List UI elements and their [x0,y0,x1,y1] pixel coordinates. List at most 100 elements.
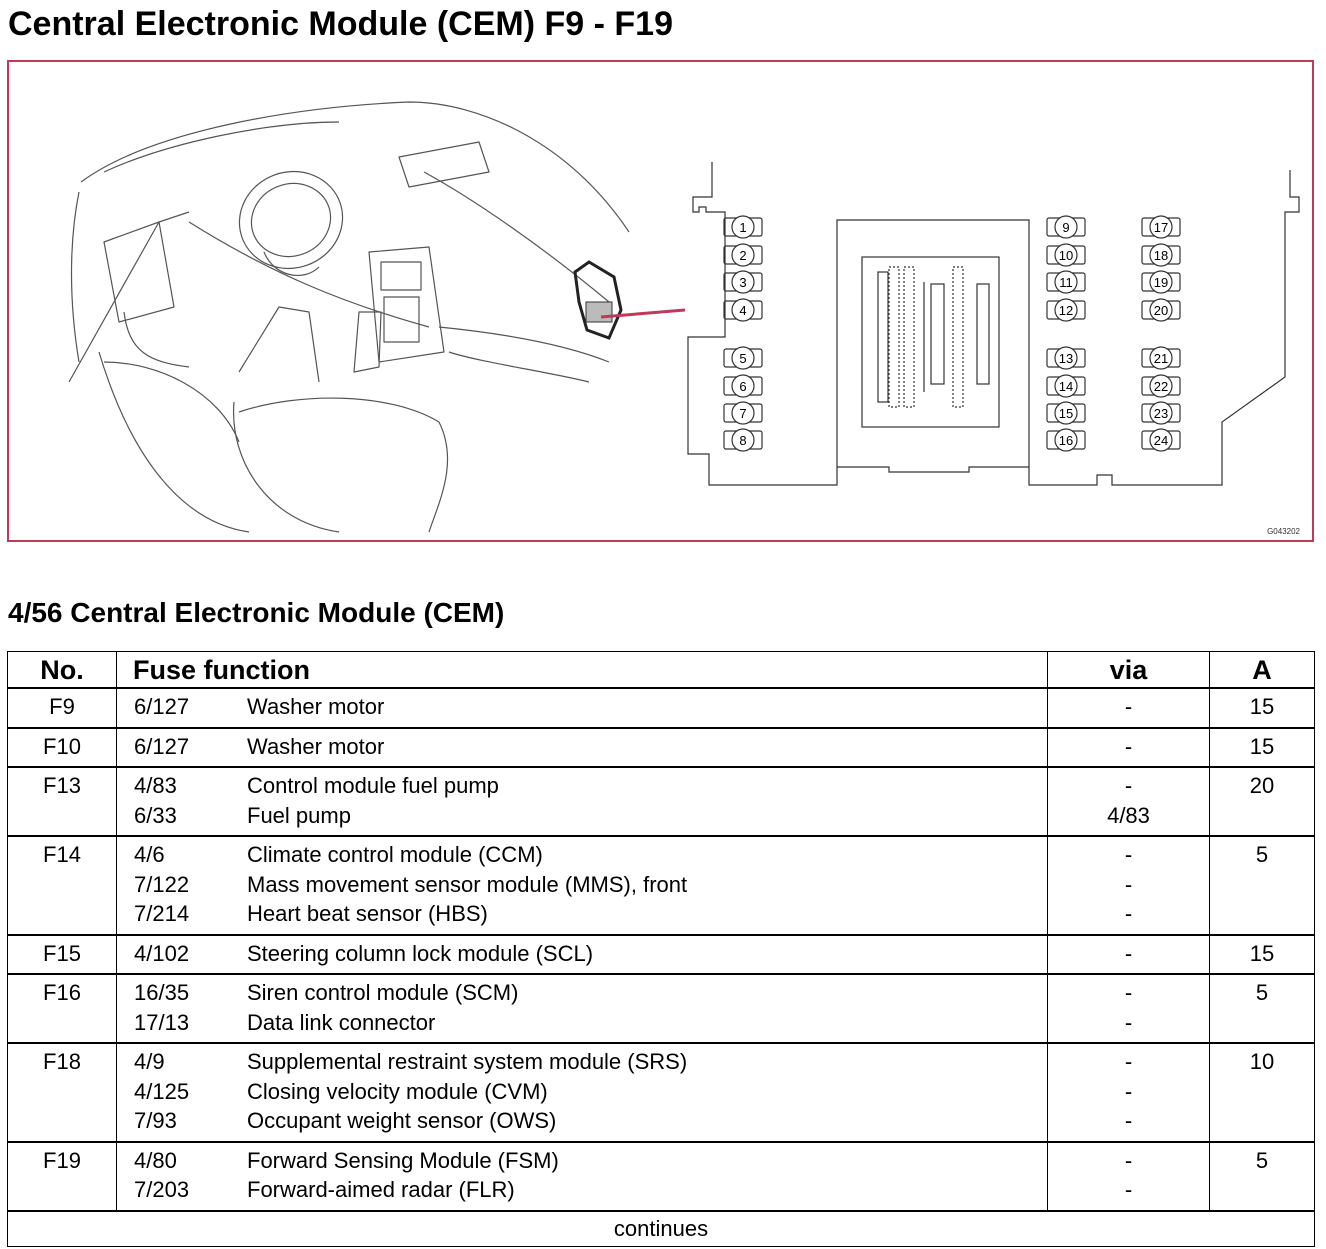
fuse-circle [731,215,755,239]
fuse-circle [731,243,755,267]
fuse-circle [1054,215,1078,239]
fuse-function: Forward-aimed radar (FLR) [247,1177,515,1202]
fuse-circle [1149,401,1173,425]
fuse-slot: 14 [1046,374,1086,398]
component-code: 7/203 [134,1177,190,1202]
section-title: 4/56 Central Electronic Module (CEM) [8,597,505,628]
via-value: - [1124,871,1133,897]
amperage-cell: 15 [1209,728,1315,768]
fuse-circle [1054,374,1078,398]
via-value: - [1124,1078,1133,1104]
page-title: Central Electronic Module (CEM) F9 - F19 [8,5,673,43]
fuse-slot: 10 [1046,243,1086,267]
fuse-slot: 16 [1046,428,1086,452]
component-code: 6/33 [134,802,177,828]
fuse-number: 23 [1154,406,1168,421]
fuse-slot: 6 [723,374,763,398]
fuse-slot: 17 [1141,215,1181,239]
fuse-number-cell: F16 [7,974,117,1044]
fuse-number: 19 [1154,275,1168,290]
function-cell: Steering column lock module (SCL) [247,935,1048,975]
fuse-slot: 8 [723,428,763,452]
fuse-slot: 20 [1141,298,1181,322]
fuse-number: 9 [1062,220,1069,235]
fuse-circle [1149,374,1173,398]
fuse-number-cell: F18 [7,1043,117,1143]
fuse-slot: 5 [723,346,763,370]
via-cell: - - - [1047,836,1210,936]
fuse-number: 3 [739,275,746,290]
fuse-number: 21 [1154,351,1168,366]
fuse-number: 13 [1059,351,1073,366]
fuse-number-cell: F10 [7,728,117,768]
fuse-box-outline [687,162,1300,486]
function-cell: Washer motor [247,688,1048,729]
fuse-circle [1149,428,1173,452]
component-code-cell: 4/102 [116,935,247,975]
fuse-number: 11 [1059,275,1073,290]
fuse-slot: 15 [1046,401,1086,425]
fuse-number: 16 [1059,433,1073,448]
fuse-number: 14 [1059,379,1073,394]
via-value: - [1124,842,1133,867]
pointer-arrow [600,308,686,319]
fuse-number: 8 [739,433,746,448]
fuse-circle [731,374,755,398]
via-cell: -4/83 [1047,767,1210,837]
fuse-circle [731,401,755,425]
amperage-cell: 20 [1209,767,1315,837]
via-value: - [1124,1009,1133,1035]
fuse-circle [731,346,755,370]
fuse-function: Heart beat sensor (HBS) [247,901,488,926]
header-amp: A [1209,651,1315,689]
figure-code: G043202 [1267,527,1300,536]
component-code: 6/127 [134,733,190,759]
function-cell: Siren control module (SCM)Data link conn… [247,974,1048,1044]
fuse-number: 15 [1059,406,1073,421]
fuse-function: Supplemental restraint system module (SR… [247,1049,688,1074]
amperage-cell: 15 [1209,688,1315,729]
fuse-slot: 21 [1141,346,1181,370]
fuse-function: Closing velocity module (CVM) [247,1078,548,1104]
via-value: - [1124,1049,1133,1074]
fuse-number: 7 [739,406,746,421]
via-value: - [1124,980,1133,1005]
fuse-number: 24 [1154,433,1168,448]
amperage-cell: 5 [1209,1142,1315,1212]
fuse-circle [1054,298,1078,322]
amperage-cell: 10 [1209,1043,1315,1143]
fuse-circle [1054,270,1078,294]
via-value: - [1124,1177,1133,1202]
fuse-circle [1054,243,1078,267]
table-header-row: No. Fuse function via A [7,651,1315,689]
component-code: 4/125 [134,1078,190,1104]
via-value: - [1124,733,1133,759]
via-value: - [1124,1108,1133,1133]
cem-location-highlight [585,301,613,323]
continues-label: continues [7,1210,1315,1246]
fuse-slot: 23 [1141,401,1181,425]
fuse-number: 20 [1154,303,1168,318]
fuse-circle [731,428,755,452]
fuse-number-cell: F13 [7,767,117,837]
fuse-number: 10 [1059,248,1073,263]
via-cell: -- [1047,974,1210,1044]
header-via: via [1047,651,1210,689]
via-value: - [1124,901,1133,926]
component-code-cell: 6/127 [116,688,247,729]
fuse-slot: 22 [1141,374,1181,398]
fuse-slot: 2 [723,243,763,267]
cem-location-outline [573,260,623,340]
via-cell: -- [1047,1142,1210,1212]
fuse-slot: 4 [723,298,763,322]
